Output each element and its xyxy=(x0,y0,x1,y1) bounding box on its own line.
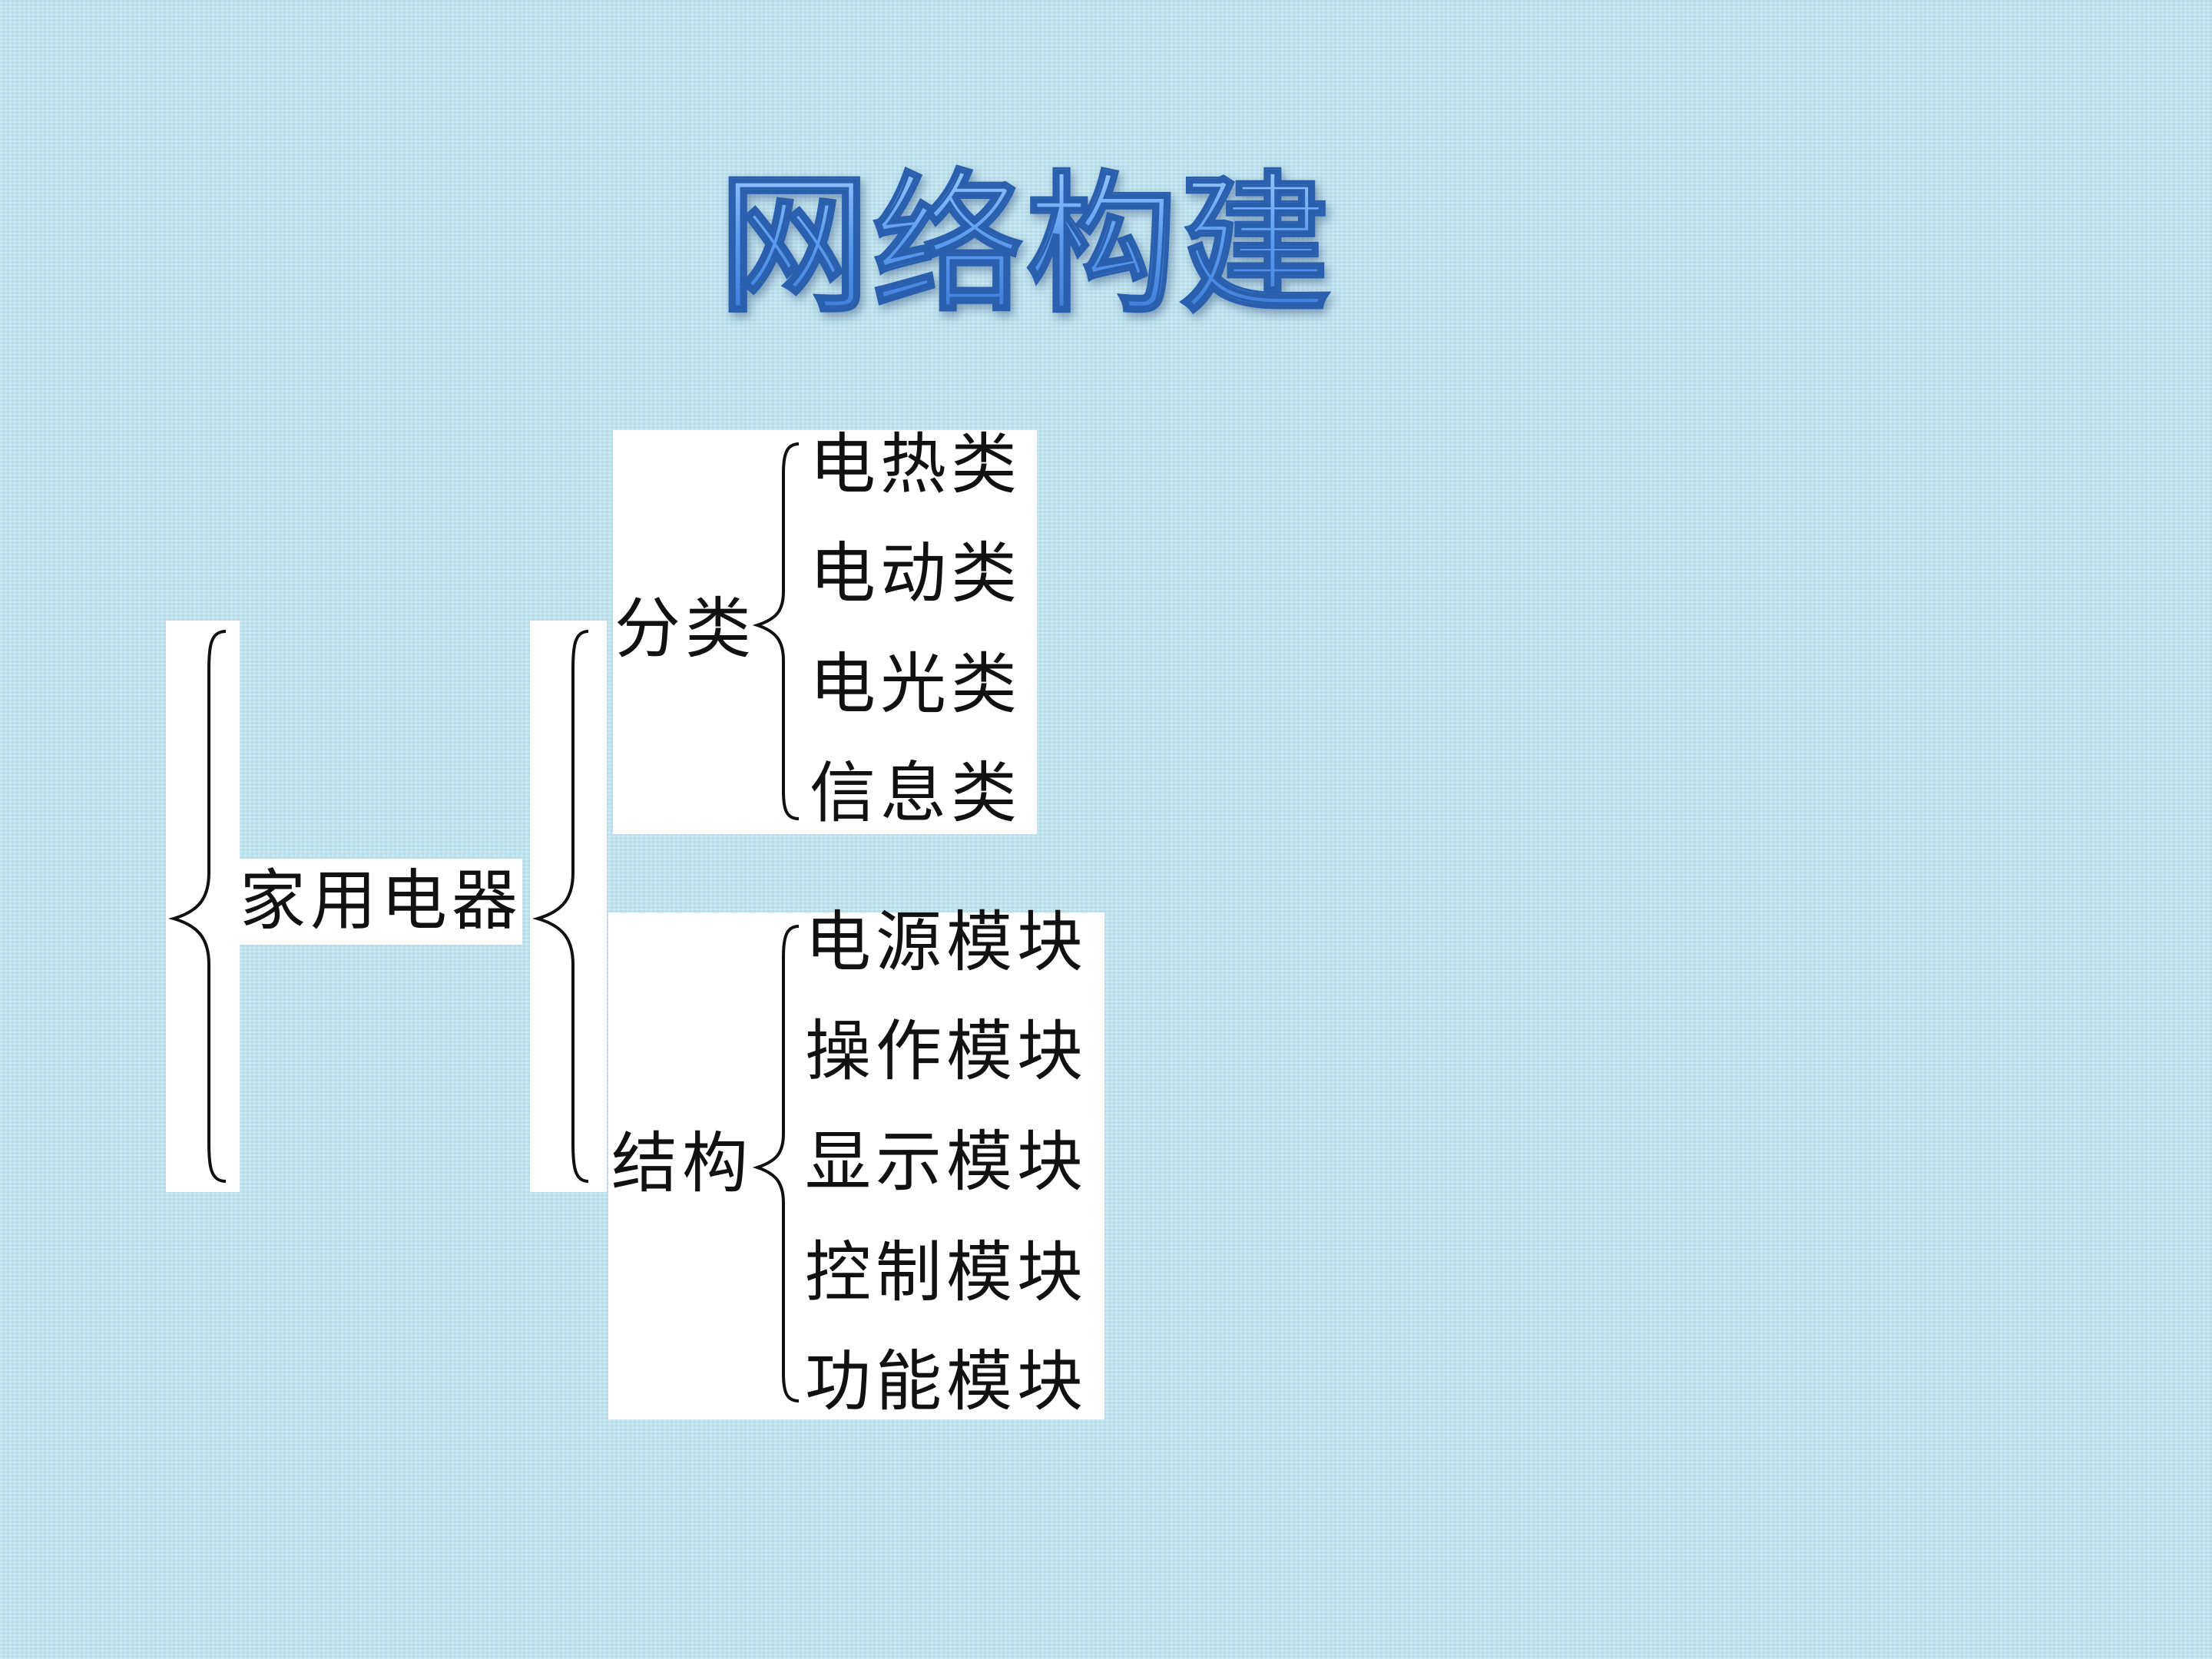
classification-item: 电热类 xyxy=(810,426,1022,503)
classification-item: 电动类 xyxy=(810,535,1022,612)
structure-panel xyxy=(608,912,1104,1419)
page-title: 网络构建 xyxy=(718,146,1410,346)
classification-brace-path xyxy=(752,442,800,820)
classification-panel xyxy=(613,430,1037,834)
structure-item: 电源模块 xyxy=(805,904,1088,981)
root-brace-path xyxy=(167,630,227,1183)
level1-brace-panel xyxy=(530,621,607,1192)
root-node: 家用电器 xyxy=(240,863,522,939)
root-label-panel xyxy=(240,859,522,945)
level1-brace-path xyxy=(531,630,589,1183)
branch-label-classification: 分类 xyxy=(614,591,756,667)
branch-label-structure: 结构 xyxy=(611,1125,753,1202)
root-brace-panel xyxy=(166,621,240,1192)
structure-item: 功能模块 xyxy=(805,1343,1088,1420)
structure-item: 控制模块 xyxy=(805,1234,1088,1311)
classification-item: 电光类 xyxy=(810,646,1022,723)
classification-item: 信息类 xyxy=(810,755,1022,832)
structure-brace-path xyxy=(752,925,800,1402)
structure-item: 操作模块 xyxy=(805,1013,1088,1090)
structure-item: 显示模块 xyxy=(805,1124,1088,1200)
